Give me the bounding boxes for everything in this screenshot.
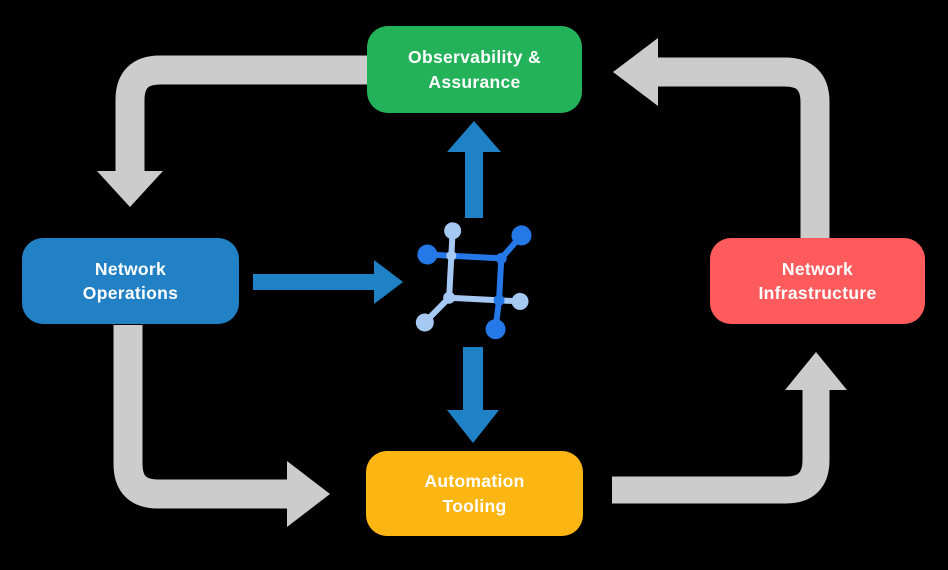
arrow-infrastructure-to-observability [613,38,830,238]
node-label-line: Observability & [408,47,541,68]
node-label-line: Assurance [428,71,521,92]
arrow-observability-to-operations [97,55,368,207]
arrowhead-down-icon [97,171,163,207]
arrowhead-left-icon [613,38,658,106]
node-network-operations: Network Operations [22,238,239,324]
arrowhead-down-icon [447,410,499,443]
node-label-line: Operations [82,283,179,303]
node-network-infrastructure: Network Infrastructure [710,238,925,324]
arrow-center-to-automation [447,347,499,443]
node-label-line: Infrastructure [758,283,877,303]
arrowhead-right-icon [374,260,403,304]
arrow-center-to-observability [447,121,501,218]
node-label-line: Network [781,258,854,279]
node-observability-assurance: Observability & Assurance [367,26,582,113]
node-automation-tooling: Automation Tooling [366,451,583,536]
arrow-operations-to-center [253,260,403,304]
arrowhead-up-icon [785,352,847,390]
node-label-line: Network [94,258,167,279]
network-mesh-icon [415,222,532,340]
node-label-line: Automation [424,471,525,492]
node-label-line: Tooling [442,495,507,516]
arrowhead-right-icon [287,461,330,527]
arrowhead-up-icon [447,121,501,152]
arrow-automation-to-infrastructure [612,352,847,504]
arrow-operations-to-automation [113,325,330,527]
